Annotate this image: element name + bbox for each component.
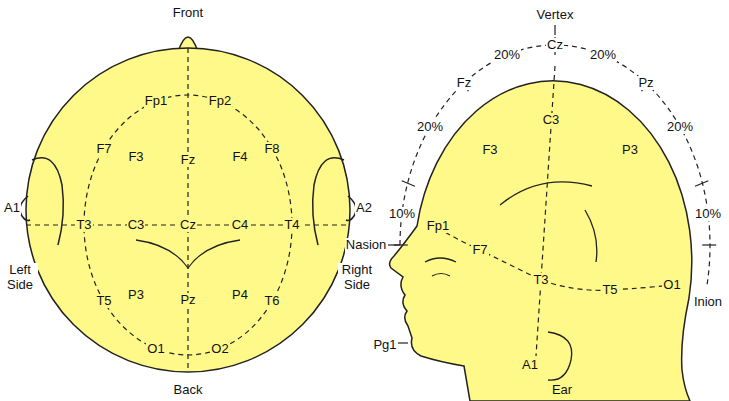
electrode-label: P4: [231, 288, 249, 303]
electrode-label: Pz: [637, 76, 654, 91]
midline: [187, 48, 188, 372]
landmark-label: Ear: [551, 383, 573, 398]
leader-line: [396, 342, 408, 343]
ear-lobe: [20, 196, 30, 221]
electrode-label: F8: [263, 142, 280, 157]
electrode-label: A1: [521, 358, 539, 373]
electrode-label: O1: [146, 342, 165, 357]
electrode-label: C3: [127, 218, 146, 233]
electrode-label: Fz: [180, 153, 196, 168]
side-label: Right Side: [338, 263, 376, 293]
tick-mark: [695, 181, 708, 187]
electrode-label: T3: [75, 218, 92, 233]
view-label: Front: [172, 6, 204, 21]
lateral-line: [438, 228, 672, 290]
landmark-label: Pg1: [372, 338, 397, 353]
electrode-label: T5: [95, 294, 112, 309]
leader-line: [554, 25, 555, 35]
electrode-label: Fp2: [208, 94, 232, 109]
electrode-label: T5: [601, 283, 618, 298]
percent-label: 20%: [493, 48, 521, 63]
ear-outline: [548, 332, 572, 380]
view-label: Vertex: [536, 8, 575, 23]
electrode-label: Fz: [456, 76, 472, 91]
landmark-label: Nasion: [345, 238, 387, 253]
percent-label: 10%: [388, 207, 416, 222]
eye: [432, 274, 450, 277]
percent-label: 20%: [589, 48, 617, 63]
electrode-label: Cz: [179, 218, 197, 233]
ear-outline: [313, 158, 344, 245]
electrode-label: F3: [481, 143, 498, 158]
electrode-label: A1: [3, 201, 21, 216]
electrode-label: F3: [127, 150, 144, 165]
electrode-label: F7: [95, 142, 112, 157]
electrode-label: C3: [542, 113, 561, 128]
percent-label: 20%: [666, 120, 694, 135]
electrode-label: P3: [127, 288, 145, 303]
electrode-label: F4: [231, 150, 248, 165]
percent-label: 20%: [416, 120, 444, 135]
electrode-label: O1: [662, 278, 681, 293]
fissure-line: [585, 210, 597, 262]
ear-outline: [32, 158, 63, 245]
coronal-line: [536, 66, 555, 356]
electrode-label: Pz: [179, 293, 196, 308]
percent-label: 10%: [694, 207, 722, 222]
electrode-label: T6: [263, 294, 280, 309]
tick-mark: [402, 181, 415, 187]
fissure-line: [136, 240, 240, 268]
side-label: Left Side: [2, 263, 38, 293]
electrode-label: F7: [471, 243, 488, 258]
electrode-label: T4: [283, 218, 300, 233]
landmark-label: Inion: [693, 295, 723, 310]
electrode-label: O2: [210, 342, 229, 357]
electrode-label: Fp1: [426, 219, 450, 234]
electrode-label: A2: [355, 201, 373, 216]
tick-mark: [394, 244, 408, 245]
view-label: Back: [173, 383, 204, 398]
electrode-label: P3: [621, 143, 639, 158]
eyebrow: [425, 258, 456, 262]
electrode-label: C4: [231, 218, 250, 233]
head-outline: [26, 48, 350, 372]
electrode-label: Cz: [546, 38, 564, 53]
electrode-label: Fp1: [144, 94, 168, 109]
tick-mark: [702, 244, 716, 245]
measure-arc: [400, 45, 710, 285]
head-profile: [390, 81, 692, 401]
electrode-label: T3: [532, 273, 549, 288]
